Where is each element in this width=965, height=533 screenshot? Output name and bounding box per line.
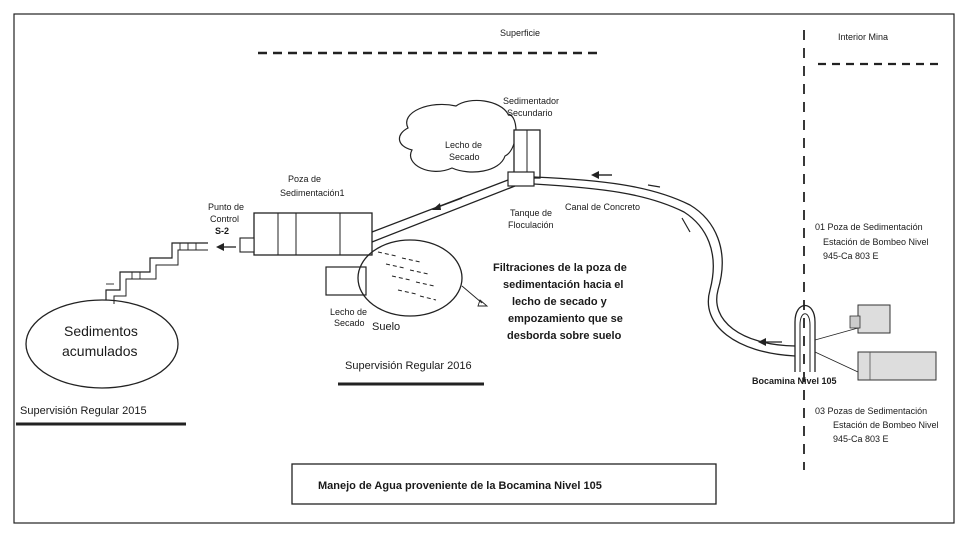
estacion01-tank	[857, 304, 891, 334]
suelo-area	[357, 239, 463, 317]
bocamina-label: Bocamina Nivel 105	[752, 376, 837, 386]
lecho-secado-bottom-label-2: Secado	[334, 318, 365, 328]
sedimentador-label-1: Sedimentador	[503, 96, 559, 106]
supervision-2015-label: Supervisión Regular 2015	[20, 405, 147, 417]
filtraciones-line-3: lecho de secado y	[512, 296, 608, 308]
sedimentador-label-2: Secundario	[507, 108, 553, 118]
estacion01-label-3: 945-Ca 803 E	[823, 251, 879, 261]
estacion03-leader	[814, 351, 859, 373]
canal-concreto-a	[533, 176, 796, 347]
sedimentos-label-2: acumulados	[62, 343, 138, 359]
filtraciones-line-4: empozamiento que se	[508, 313, 623, 325]
estacion01-label-1: 01 Poza de Sedimentación	[815, 222, 923, 232]
lecho-secado-top-label-1: Lecho de	[445, 140, 482, 150]
punto-control-arrowhead	[216, 243, 224, 251]
sedimentos-label-1: Sedimentos	[64, 323, 138, 339]
flow-arrowhead-to-poza	[432, 203, 441, 210]
filtration-hatching	[377, 251, 437, 301]
bocamina-inner	[799, 313, 811, 372]
estacion01-label-2: Estación de Bombeo Nivel	[823, 237, 929, 247]
estacion03-tank	[857, 351, 937, 381]
diagram-frame	[13, 13, 955, 524]
lecho-secado-bottom-label-1: Lecho de	[330, 307, 367, 317]
lecho-secado-top-shape	[398, 99, 517, 173]
canal-arrowhead-1	[591, 171, 599, 179]
pipe-tanque-poza-b	[371, 185, 516, 243]
bocamina-portal	[794, 304, 816, 372]
tanque-floculacion-label-1: Tanque de	[510, 208, 552, 218]
filtraciones-pointer-head	[477, 299, 489, 307]
punto-control	[239, 237, 255, 253]
sedimentos-acumulados	[25, 299, 179, 389]
canal-arrowhead-4	[758, 338, 766, 346]
tanque-floculacion-label-2: Floculación	[508, 220, 554, 230]
drainage-ticks	[106, 243, 197, 285]
canal-arrow-3	[681, 217, 691, 233]
filtraciones-line-5: desborda sobre suelo	[507, 330, 622, 342]
suelo-label: Suelo	[372, 321, 400, 333]
estacion03-label-1: 03 Pozas de Sedimentación	[815, 406, 927, 416]
punto-control-label-1: Punto de	[208, 202, 244, 212]
caption-box	[291, 463, 717, 505]
canal-concreto-label: Canal de Concreto	[565, 202, 640, 212]
estacion01-tank-small	[849, 315, 861, 329]
drainage-steps-inner	[113, 249, 208, 304]
interior-mina-label: Interior Mina	[838, 32, 888, 42]
poza-label-2: Sedimentación1	[280, 188, 345, 198]
tanque-floculacion	[507, 171, 535, 187]
punto-control-label-3: S-2	[215, 226, 229, 236]
caption-text: Manejo de Agua proveniente de la Bocamin…	[318, 480, 602, 492]
supervision-2016-label: Supervisión Regular 2016	[345, 360, 472, 372]
filtraciones-pointer	[461, 285, 483, 304]
canal-arrow-2	[647, 184, 661, 188]
estacion03-label-2: Estación de Bombeo Nivel	[833, 420, 939, 430]
estacion03-label-3: 945-Ca 803 E	[833, 434, 889, 444]
filtraciones-line-1: Filtraciones de la poza de	[493, 262, 627, 274]
poza-sedimentacion	[253, 212, 373, 256]
drainage-steps	[105, 242, 208, 300]
punto-control-label-2: Control	[210, 214, 239, 224]
flow-arrow-to-poza	[437, 197, 463, 208]
filtraciones-line-2: sedimentación hacia el	[503, 279, 623, 291]
superficie-label: Superficie	[500, 28, 540, 38]
poza-label-1: Poza de	[288, 174, 321, 184]
lecho-secado-top-label-2: Secado	[449, 152, 480, 162]
lecho-secado-bottom	[325, 266, 367, 296]
estacion01-leader	[814, 327, 859, 341]
canal-concreto-b	[533, 183, 796, 357]
